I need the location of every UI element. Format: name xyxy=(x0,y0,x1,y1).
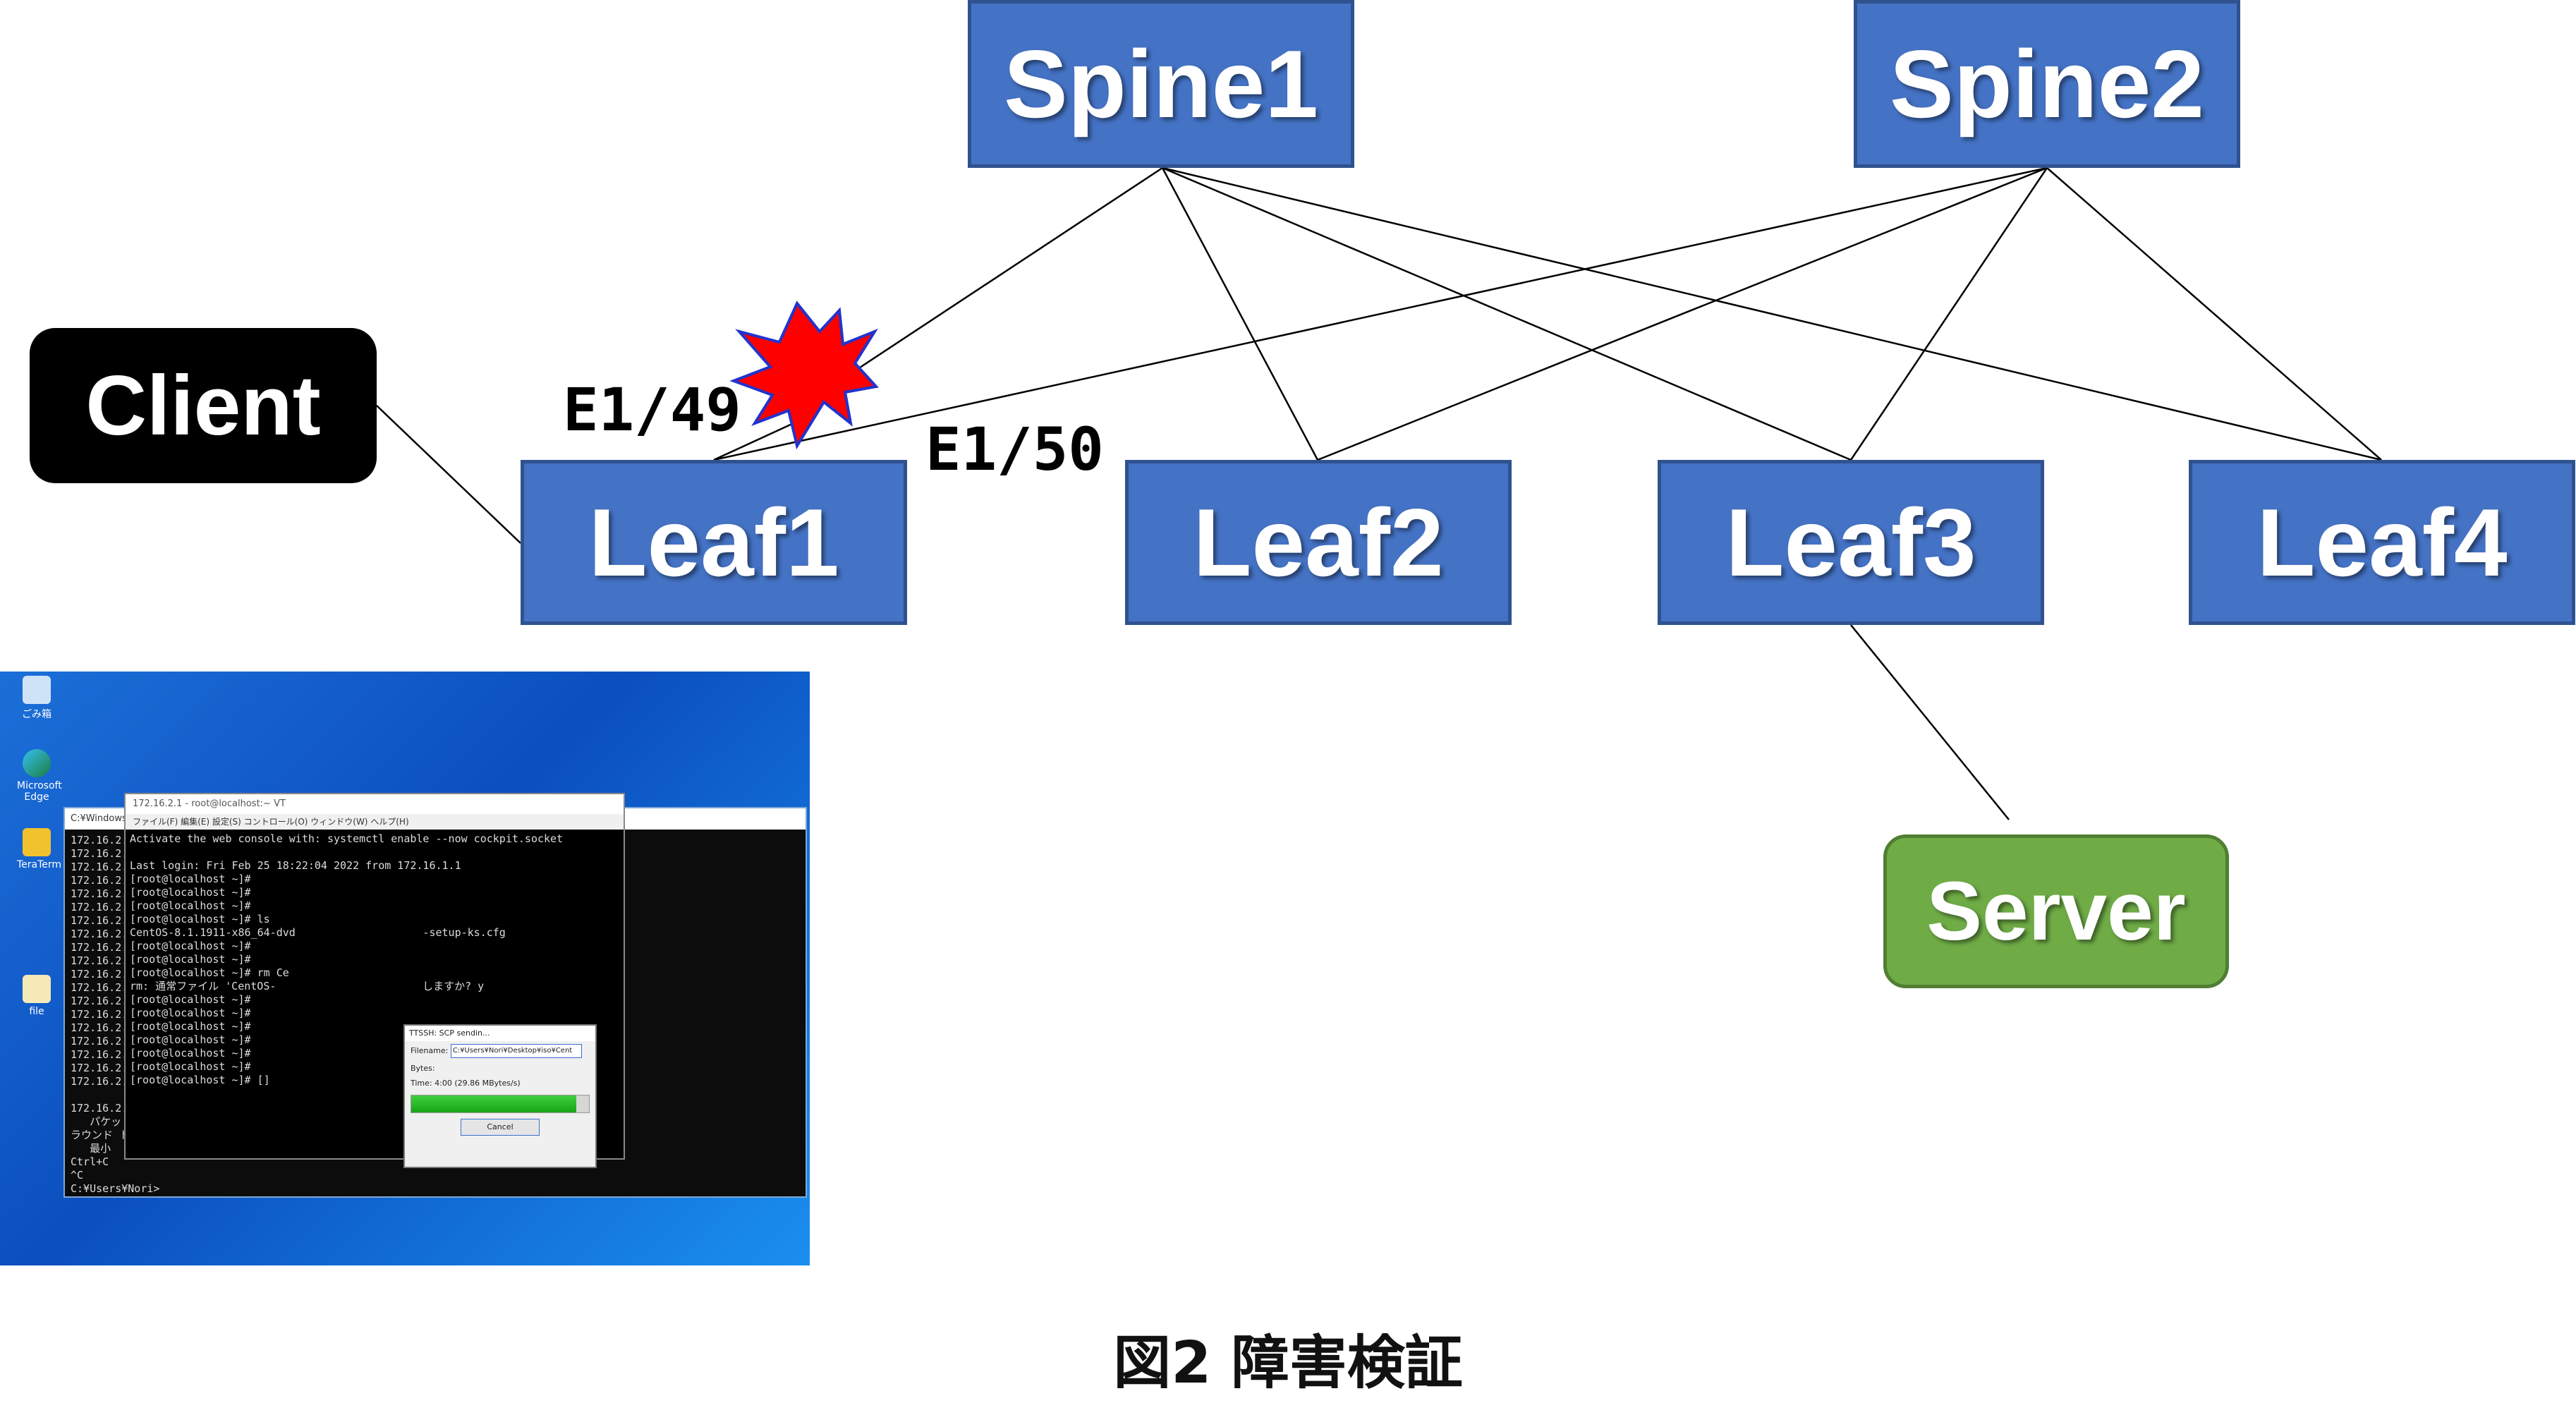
spine2-node: Spine2 xyxy=(1854,0,2240,168)
port-label-e1-49: E1/49 xyxy=(563,375,741,444)
progress-fill xyxy=(411,1095,577,1112)
time-label: Time: xyxy=(411,1079,432,1088)
desktop-screenshot: ごみ箱 Microsoft Edge TeraTerm file C:¥Wind… xyxy=(0,672,810,1265)
scp-dialog-title: TTSSH: SCP sendin... xyxy=(405,1026,595,1041)
figure-caption: 図2 障害検証 xyxy=(1113,1330,1463,1397)
link-spine1-leaf2 xyxy=(1161,167,1319,461)
leaf1-node: Leaf1 xyxy=(521,460,907,625)
leaf2-node: Leaf2 xyxy=(1125,460,1512,625)
link-spine2-leaf2 xyxy=(1317,166,2048,461)
teraterm-window[interactable]: 172.16.2.1 - root@localhost:~ VT ファイル(F)… xyxy=(124,793,625,1168)
time-value: 4:00 (29.86 MBytes/s) xyxy=(435,1079,521,1088)
icon-label: TeraTerm xyxy=(17,859,62,870)
cmd-output: 172.16.2.1 172.16.2.1 172.16.2.1 172.16.… xyxy=(71,834,160,1195)
icon-label: Microsoft Edge xyxy=(17,780,62,803)
icon-label: file xyxy=(29,1006,44,1017)
recycle-bin-icon[interactable]: ごみ箱 xyxy=(17,676,56,721)
link-spine1-leaf1-tail xyxy=(713,422,794,461)
link-client-leaf1 xyxy=(376,405,521,544)
leaf3-node: Leaf3 xyxy=(1658,460,2044,625)
link-leaf3-server xyxy=(1850,624,2010,820)
link-spine1-leaf1 xyxy=(857,166,1163,370)
cancel-button[interactable]: Cancel xyxy=(461,1119,540,1136)
filename-label: Filename: xyxy=(411,1046,449,1055)
spine1-node: Spine1 xyxy=(968,0,1354,168)
link-spine2-leaf1 xyxy=(713,166,2048,461)
teraterm-output: Activate the web console with: systemctl… xyxy=(130,832,564,1086)
teraterm-menu-bar[interactable]: ファイル(F) 編集(E) 設定(S) コントロール(O) ウィンドウ(W) ヘ… xyxy=(126,814,624,830)
icon-label: ごみ箱 xyxy=(22,709,51,720)
edge-icon[interactable]: Microsoft Edge xyxy=(17,749,62,803)
server-node: Server xyxy=(1883,834,2229,988)
explosion-icon xyxy=(729,300,879,450)
file-icon[interactable]: file xyxy=(17,975,56,1017)
link-spine2-leaf3 xyxy=(1849,167,2048,461)
teraterm-title-bar[interactable]: 172.16.2.1 - root@localhost:~ VT xyxy=(126,794,624,814)
scp-dialog: TTSSH: SCP sendin... Filename: C:¥Users¥… xyxy=(403,1024,597,1168)
bytes-label: Bytes: xyxy=(411,1064,435,1073)
link-spine1-leaf3 xyxy=(1162,166,1852,461)
teraterm-icon[interactable]: TeraTerm xyxy=(17,828,61,870)
client-node: Client xyxy=(30,328,377,483)
link-spine2-leaf4 xyxy=(2046,167,2382,461)
link-spine1-leaf4 xyxy=(1162,166,2382,461)
port-label-e1-50: E1/50 xyxy=(925,415,1104,484)
filename-field: C:¥Users¥Nori¥Desktop¥iso¥Cent xyxy=(450,1044,582,1058)
progress-bar xyxy=(411,1095,590,1113)
leaf4-node: Leaf4 xyxy=(2189,460,2575,625)
